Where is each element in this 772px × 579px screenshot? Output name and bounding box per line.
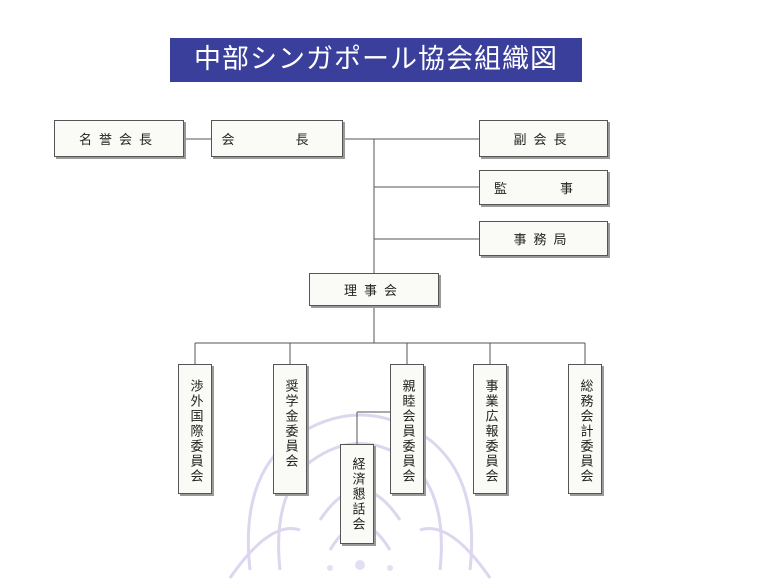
node-general-accounting-committee: 総務会計委員会: [568, 364, 602, 494]
node-vice-president: 副会長: [479, 120, 608, 157]
node-scholarship-committee: 奨学金委員会: [273, 364, 307, 494]
association-emblem-icon: [228, 413, 492, 579]
page-title: 中部シンガポール協会組織図: [170, 38, 582, 82]
node-social-committee: 親睦会員委員会: [390, 364, 424, 494]
node-public-relations-committee: 事業広報委員会: [473, 364, 507, 494]
node-secretariat: 事務局: [479, 221, 608, 256]
node-honorary-president: 名誉会長: [54, 120, 184, 157]
node-board: 理事会: [309, 273, 439, 306]
node-economic-forum: 経済懇話会: [340, 444, 374, 544]
node-auditor: 監 事: [479, 170, 608, 205]
node-external-affairs-committee: 渉外国際委員会: [178, 364, 212, 494]
node-president: 会 長: [211, 120, 343, 157]
